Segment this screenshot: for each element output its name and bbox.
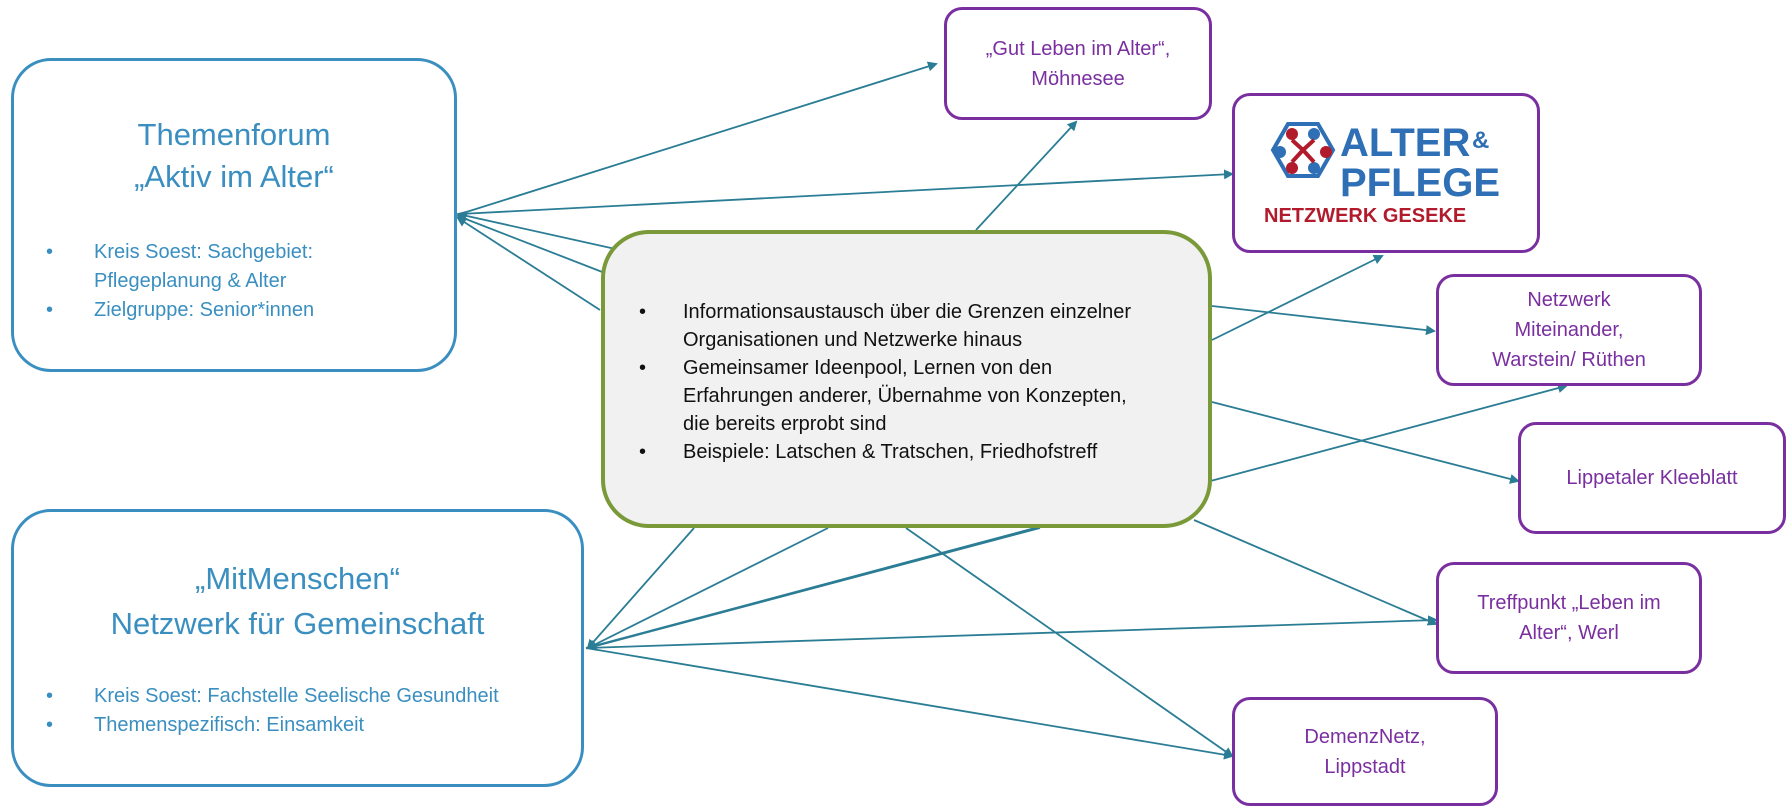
arrow-center-to-warstein [1211,305,1436,336]
central-bullet-3: • Beispiele: Latschen & Tratschen, Fried… [605,438,1208,466]
network-warstein-line2: Miteinander, [1514,319,1624,341]
network-werl-box: Treffpunkt „Leben im Alter“, Werl [1436,562,1702,674]
bullet-dot: • [46,714,54,736]
network-warstein-box: Netzwerk Miteinander, Warstein/ Rüthen [1436,274,1702,386]
bullet-dot: • [46,241,54,263]
network-moehnesee-box: „Gut Leben im Alter“, Möhnesee [944,7,1212,120]
arrow-center-to-aktiv-2 [456,214,611,276]
network-lippstadt-line1: DemenzNetz, [1304,725,1426,748]
network-lippstadt-line2: Lippstadt [1324,755,1406,778]
themenforum-aktiv-im-alter-box: Themenforum „Aktiv im Alter“ • Kreis Soe… [11,58,457,372]
arrow-aktiv-to-geseke [459,169,1234,215]
network-lippetal-line1: Lippetaler Kleeblatt [1566,467,1738,489]
mitmenschen-bullet-2: • Themenspezifisch: Einsamkeit [14,711,581,740]
themenforum-bullet-1: • Kreis Soest: Sachgebiet: Pflegeplanung… [14,238,454,296]
arrow-center-to-mitmenschen-3 [586,527,1041,651]
bullet-dot: • [46,299,54,321]
arrow-center-to-mitmenschen-1 [586,527,695,650]
themenforum-bullet-list: • Kreis Soest: Sachgebiet: Pflegeplanung… [14,238,454,325]
bullet-dot: • [639,301,647,323]
logo-ampersand: & [1472,127,1489,154]
arrow-mitmenschen-to-lippstadt [585,647,1234,760]
logo-word-pflege: PFLEGE [1340,161,1500,205]
network-lippstadt-box: DemenzNetz, Lippstadt [1232,697,1498,806]
network-geseke-logo-box: ALTER & PFLEGE NETZWERK GESEKE [1232,93,1540,253]
bullet-dot: • [46,685,54,707]
arrow-center-to-lippetal [1211,401,1520,484]
people-circle-logo-icon [1270,122,1336,178]
arrow-center-to-geseke [1211,255,1384,341]
mitmenschen-bullet-1: • Kreis Soest: Fachstelle Seelische Gesu… [14,682,581,711]
mitmenschen-netzwerk-box: „MitMenschen“ Netzwerk für Gemeinschaft … [11,509,584,787]
arrow-mitmenschen-to-werl [585,615,1438,649]
network-lippetal-box: Lippetaler Kleeblatt [1518,422,1786,534]
bullet-dot: • [639,441,647,463]
network-moehnesee-line2: Möhnesee [1031,67,1125,90]
central-exchange-box: • Informationsaustausch über die Grenzen… [601,230,1212,528]
logo-subtitle-netzwerk-geseke: NETZWERK GESEKE [1264,205,1466,227]
arrow-center-to-mitmenschen-2 [586,527,829,649]
arrow-center-to-moehnesee [975,120,1078,231]
mitmenschen-bullet-list: • Kreis Soest: Fachstelle Seelische Gesu… [14,682,581,740]
central-bullet-2: • Gemeinsamer Ideenpool, Lernen von den … [605,354,1208,438]
arrow-center-to-lippstadt [905,527,1234,758]
arrow-aktiv-to-moehnesee [459,61,938,215]
arrow-center-to-aktiv-3 [456,216,601,311]
network-moehnesee-line1: „Gut Leben im Alter“, [985,37,1171,60]
themenforum-bullet-2: • Zielgruppe: Senior*innen [14,296,454,325]
mitmenschen-title: „MitMenschen“ Netzwerk für Gemeinschaft [110,561,485,641]
central-bullet-list: • Informationsaustausch über die Grenzen… [605,298,1208,466]
arrow-center-to-werl [1193,519,1438,626]
bullet-dot: • [639,357,647,379]
network-werl-line1: Treffpunkt „Leben im [1477,592,1661,614]
network-warstein-line1: Netzwerk [1527,289,1611,311]
network-werl-line2: Alter“, Werl [1519,622,1619,644]
central-bullet-1: • Informationsaustausch über die Grenzen… [605,298,1208,354]
network-warstein-line3: Warstein/ Rüthen [1492,349,1646,371]
arrow-center-to-aktiv-1 [456,210,621,251]
logo-word-alter: ALTER [1340,121,1470,165]
alter-pflege-netzwerk-geseke-logo: ALTER & PFLEGE NETZWERK GESEKE [1264,121,1500,227]
themenforum-title: Themenforum „Aktiv im Alter“ [134,117,334,194]
